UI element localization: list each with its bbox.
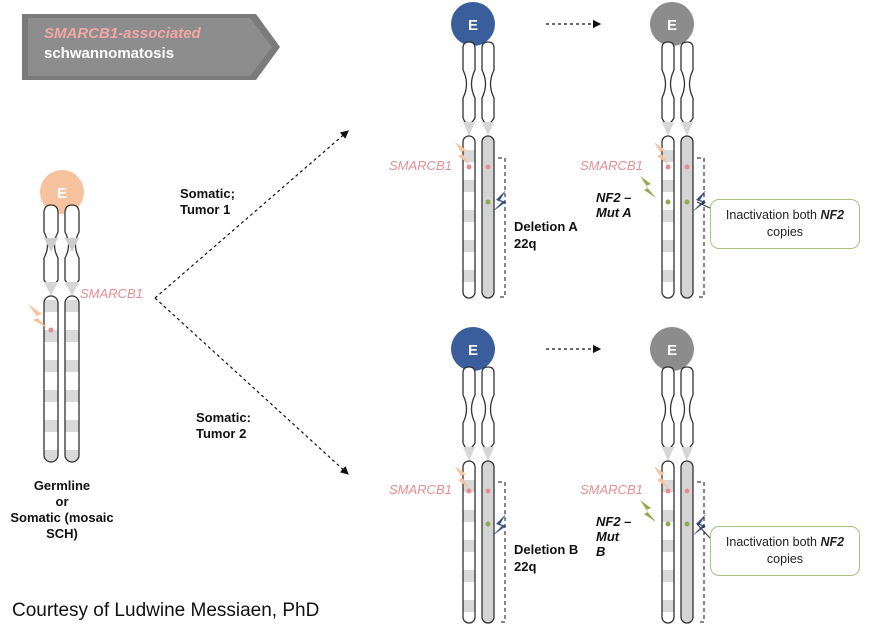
deletion-line: Deletion A xyxy=(514,219,578,234)
mutation-line: Mut xyxy=(596,529,620,544)
gene-label-germline: SMARCB1 xyxy=(80,286,143,301)
title-banner xyxy=(22,14,280,80)
tumor2-after-chromosomes xyxy=(640,327,706,624)
lightning-green-icon xyxy=(640,176,656,198)
mutation-label-b: NF2 – Mut B xyxy=(596,514,631,559)
credit-text: Courtesy of Ludwine Messiaen, PhD xyxy=(12,600,320,621)
gene-label-tumor2-after: SMARCB1 xyxy=(580,482,643,497)
arrow-tumor1 xyxy=(154,130,349,299)
caption-line: Somatic (mosaic xyxy=(10,510,114,525)
callout-text: Inactivation both xyxy=(725,208,821,222)
callout-tumor2: Inactivation both NF2 copies xyxy=(710,526,860,576)
lightning-orange-icon xyxy=(455,142,470,165)
callout-text: copies xyxy=(766,225,804,239)
title-gene: SMARCB1 xyxy=(44,25,119,42)
germline-centromere-circle xyxy=(40,170,84,214)
callout-tumor1: Inactivation both NF2 copies xyxy=(710,199,860,249)
centromere-circle xyxy=(650,2,694,46)
label-line: Somatic: xyxy=(196,410,251,425)
germline-chromosomes xyxy=(28,170,84,463)
mutation-line: Mut A xyxy=(596,205,632,220)
lightning-orange-icon xyxy=(28,304,47,328)
lightning-green-icon xyxy=(640,500,656,522)
lightning-blue-icon xyxy=(692,514,706,536)
caption-line: or xyxy=(55,494,69,509)
lightning-orange-icon xyxy=(654,466,669,489)
deletion-line: Deletion B xyxy=(514,542,579,557)
lightning-orange-icon xyxy=(654,142,669,165)
lightning-blue-icon xyxy=(692,190,706,212)
centromere-letter: E xyxy=(468,17,478,34)
germline-caption: Germline or Somatic (mosaic SCH) xyxy=(0,478,124,542)
deletion-label-b: Deletion B 22q xyxy=(514,541,578,575)
deletion-line: 22q xyxy=(514,236,537,251)
centromere-circle xyxy=(451,2,495,46)
tumor2-arrow-label: Somatic: Tumor 2 xyxy=(196,410,251,442)
centromere-letter: E xyxy=(667,17,677,34)
tumor2-before-chromosomes xyxy=(451,327,506,624)
label-line: Somatic; xyxy=(180,186,235,201)
tumor1-after-chromosomes xyxy=(640,2,706,299)
lightning-blue-icon xyxy=(492,190,506,212)
callout-gene: NF2 xyxy=(820,535,845,549)
callout-text: copies xyxy=(766,552,804,566)
lightning-orange-icon xyxy=(455,466,470,489)
lightning-blue-icon xyxy=(492,514,506,536)
arrows xyxy=(154,19,602,475)
mutation-line: NF2 – xyxy=(596,514,632,529)
mutation-line: NF2 – xyxy=(596,190,632,205)
title-suffix: -associated xyxy=(118,25,201,42)
centromere-letter: E xyxy=(57,185,67,202)
deletion-line: 22q xyxy=(514,559,537,574)
title-banner-text: SMARCB1-associated schwannomatosis xyxy=(44,24,201,64)
callout-gene: NF2 xyxy=(820,208,845,222)
caption-line: SCH) xyxy=(46,526,78,541)
caption-line: Germline xyxy=(33,478,91,493)
mutation-label-a: NF2 – Mut A xyxy=(596,190,632,220)
centromere-letter: E xyxy=(667,342,677,359)
callout-text: Inactivation both xyxy=(725,535,821,549)
centromere-circle xyxy=(650,327,694,371)
centromere-circle xyxy=(451,327,495,371)
tumor1-before-chromosomes xyxy=(451,2,506,299)
tumor1-arrow-label: Somatic; Tumor 1 xyxy=(180,186,235,218)
gene-label-tumor1-before: SMARCB1 xyxy=(389,158,452,173)
gene-label-tumor1-after: SMARCB1 xyxy=(580,158,643,173)
label-line: Tumor 2 xyxy=(196,426,247,441)
mutation-line: B xyxy=(596,544,606,559)
centromere-letter: E xyxy=(468,342,478,359)
arrow-tumor2 xyxy=(154,297,349,475)
deletion-label-a: Deletion A 22q xyxy=(514,218,578,252)
gene-label-tumor2-before: SMARCB1 xyxy=(389,482,452,497)
title-line2: schwannomatosis xyxy=(44,45,175,62)
label-line: Tumor 1 xyxy=(180,202,231,217)
